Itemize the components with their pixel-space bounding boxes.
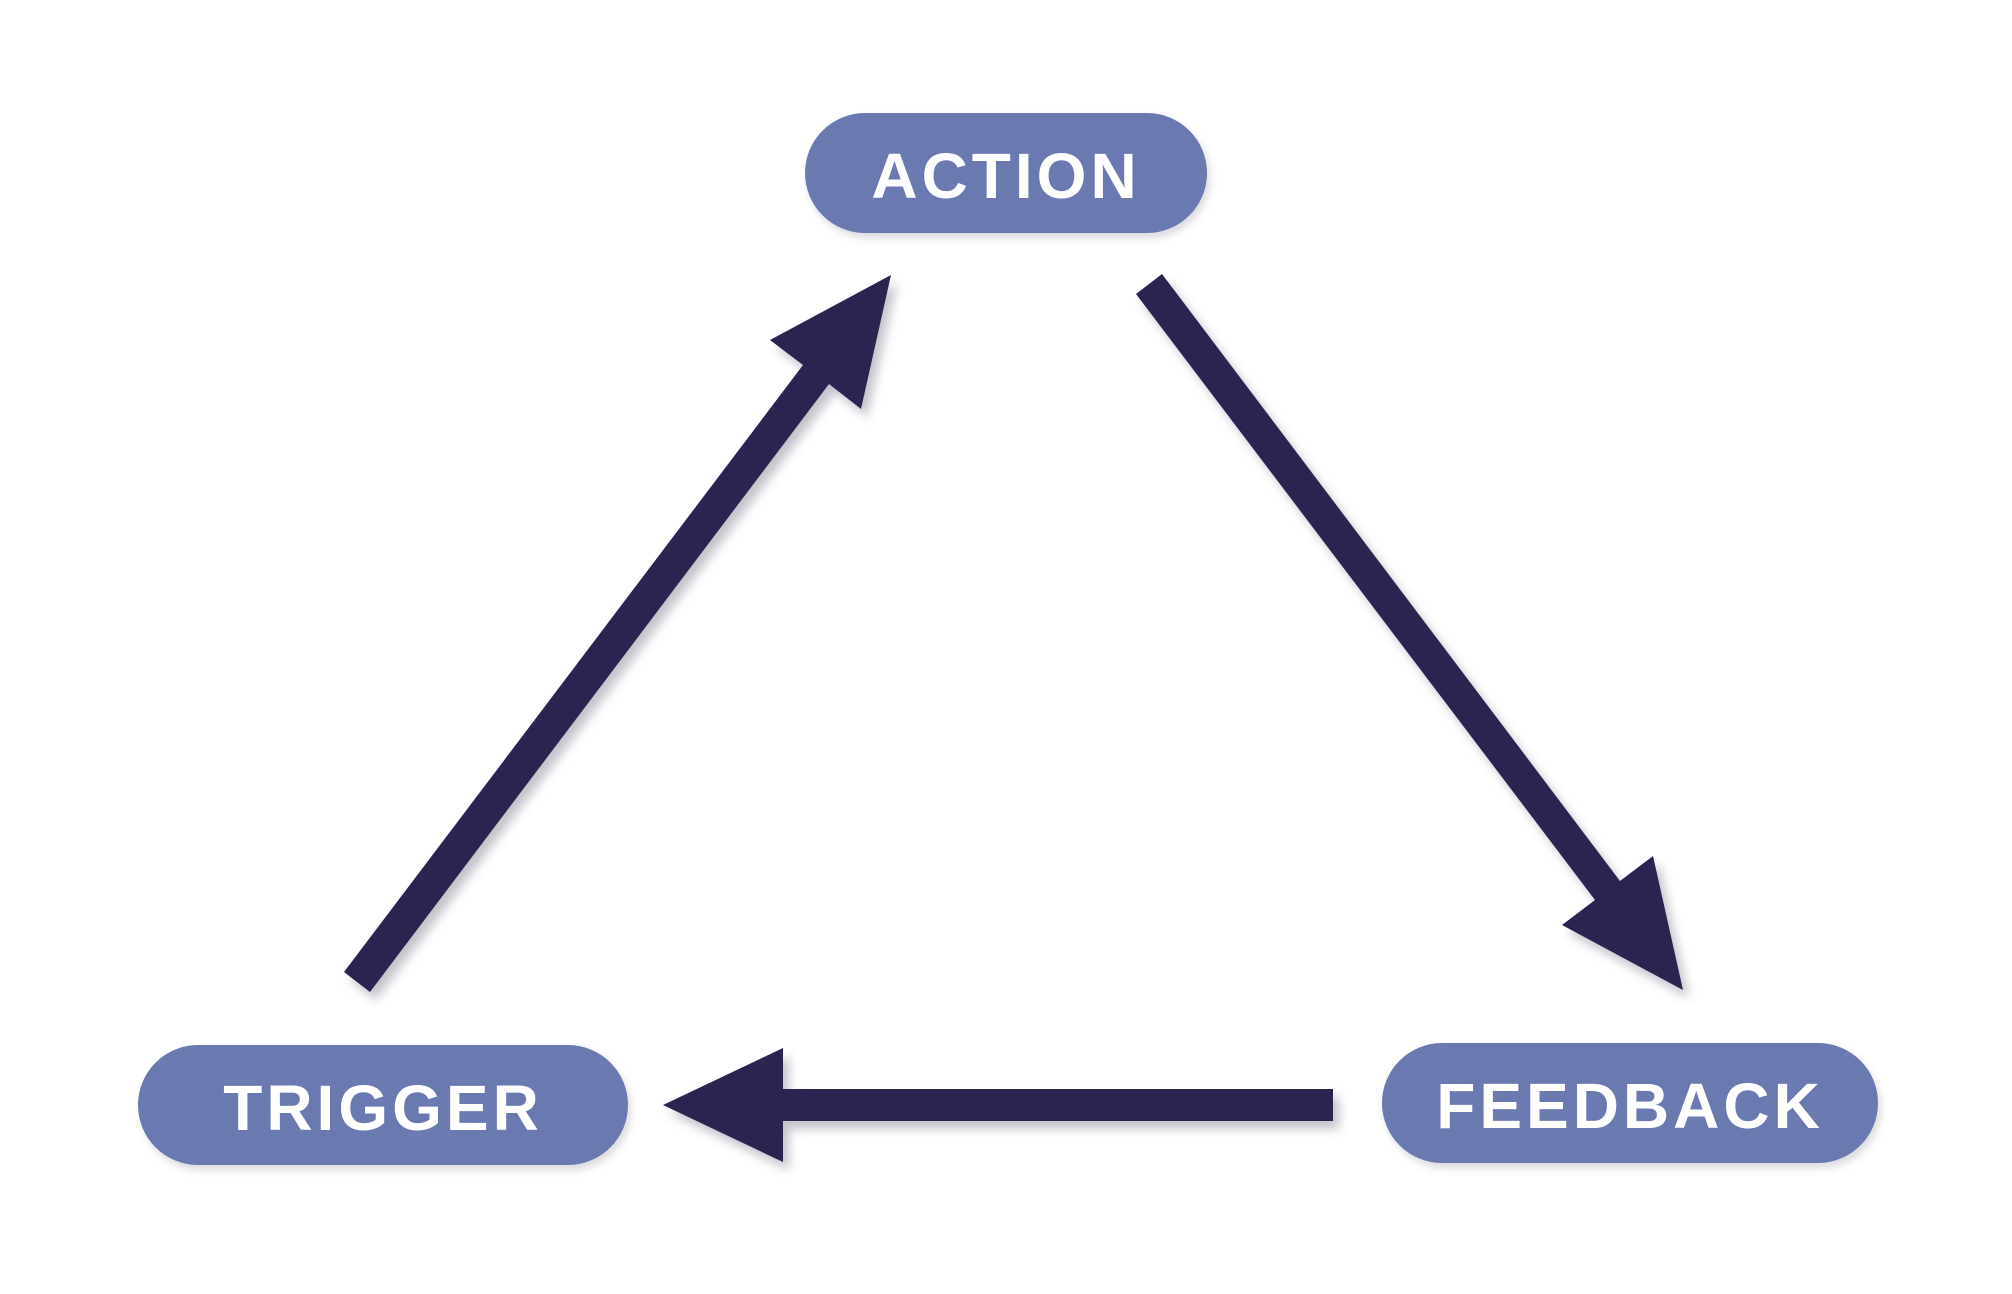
feedback-node-label: FEEDBACK bbox=[1436, 1070, 1824, 1142]
arrow-trigger-to-action bbox=[344, 275, 891, 992]
trigger-node-pill bbox=[138, 1045, 628, 1165]
trigger-node-label: TRIGGER bbox=[223, 1072, 543, 1144]
arrow-action-to-feedback bbox=[1136, 274, 1683, 990]
trigger-node: TRIGGER bbox=[138, 1045, 628, 1165]
feedback-node-pill bbox=[1382, 1043, 1878, 1163]
action-node-pill bbox=[805, 113, 1207, 233]
arrow-feedback-to-trigger bbox=[663, 1048, 1333, 1162]
feedback-node: FEEDBACK bbox=[1382, 1043, 1878, 1163]
action-node-label: ACTION bbox=[871, 140, 1140, 212]
action-node: ACTION bbox=[805, 113, 1207, 233]
